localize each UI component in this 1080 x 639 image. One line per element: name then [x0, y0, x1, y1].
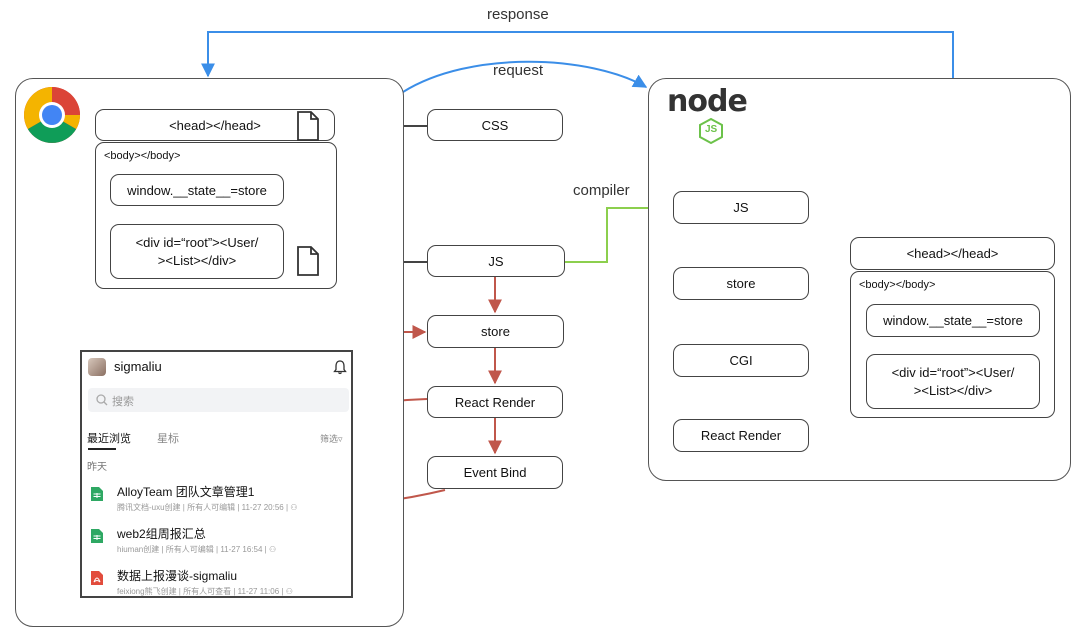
server-cgi-text: CGI: [729, 353, 753, 368]
file-icon: [297, 111, 319, 141]
server-root-box: <div id=“root”><User/ ><List></div>: [866, 354, 1040, 409]
list-item[interactable]: AlloyTeam 团队文章管理1 腾讯文档-uxu创建 | 所有人可编辑 | …: [82, 480, 351, 516]
browser-root-box: <div id=“root”><User/ ><List></div>: [110, 224, 284, 279]
store-text: store: [481, 324, 510, 339]
sheet-icon: [91, 529, 103, 543]
filter-icon: ▿: [338, 434, 343, 444]
node-logo: node: [667, 84, 748, 119]
server-cgi-box: CGI: [673, 344, 809, 377]
browser-state-box: window.__state__=store: [110, 174, 284, 206]
list-item[interactable]: 数据上报漫谈-sigmaliu feixiong熊飞创建 | 所有人可查看 | …: [82, 564, 351, 600]
browser-root-line2: ><List></div>: [157, 252, 237, 268]
react-render-box: React Render: [427, 386, 563, 418]
date-group-label: 昨天: [87, 462, 107, 473]
pdf-icon: [91, 571, 103, 585]
js-text: JS: [488, 253, 504, 269]
css-box: CSS: [427, 109, 563, 141]
js-box: JS: [427, 245, 565, 277]
server-state-box: window.__state__=store: [866, 304, 1040, 337]
username: sigmaliu: [114, 359, 162, 374]
browser-head-box: <head></head>: [95, 109, 335, 141]
nodejs-hexagon-icon: [699, 118, 723, 144]
item-title: 数据上报漫谈-sigmaliu: [117, 569, 238, 583]
server-body-text: <body></body>: [859, 279, 936, 291]
server-store-text: store: [726, 276, 756, 291]
node-logo-text: node: [667, 84, 748, 119]
browser-body-text: <body></body>: [104, 150, 181, 162]
list-item[interactable]: web2组周报汇总 hiuman创建 | 所有人可编辑 | 11-27 16:5…: [82, 522, 351, 558]
app-preview: sigmaliu 搜索 最近浏览 星标 筛选▿ 昨天 AlloyTeam 团队文…: [80, 350, 353, 598]
tab-recent[interactable]: 最近浏览: [87, 433, 131, 445]
collaborators-icon: ⚇: [290, 503, 298, 512]
server-head-text: <head></head>: [906, 246, 999, 261]
search-input[interactable]: 搜索: [88, 388, 349, 412]
filter-button[interactable]: 筛选▿: [320, 432, 343, 445]
item-title: AlloyTeam 团队文章管理1: [117, 485, 255, 499]
server-root-line2: ><List></div>: [913, 382, 993, 398]
server-js-text: JS: [733, 200, 749, 215]
tab-starred[interactable]: 星标: [157, 433, 179, 445]
response-label: response: [487, 6, 549, 23]
server-head-box: <head></head>: [850, 237, 1055, 270]
chrome-icon: [24, 87, 80, 143]
server-state-text: window.__state__=store: [883, 313, 1023, 328]
item-meta: 腾讯文档-uxu创建 | 所有人可编辑 | 11-27 20:56 | ⚇: [117, 503, 298, 512]
filter-label: 筛选: [320, 434, 339, 444]
request-arrow: [402, 60, 648, 93]
server-root-line1: <div id=“root”><User/: [891, 364, 1015, 380]
store-box: store: [427, 315, 564, 348]
server-react-render-box: React Render: [673, 419, 809, 452]
file-icon: [297, 246, 319, 276]
server-store-box: store: [673, 267, 809, 300]
react-render-text: React Render: [454, 394, 536, 410]
compiler-arrow: [565, 201, 672, 263]
item-meta: hiuman创建 | 所有人可编辑 | 11-27 16:54 | ⚇: [117, 545, 277, 554]
server-js-box: JS: [673, 191, 809, 224]
compiler-label: compiler: [573, 182, 630, 199]
browser-root-line1: <div id=“root”><User/: [135, 234, 259, 250]
collaborators-icon: ⚇: [268, 545, 277, 554]
browser-head-text: <head></head>: [169, 117, 261, 133]
css-text: CSS: [481, 117, 509, 133]
item-meta: feixiong熊飞创建 | 所有人可查看 | 11-27 11:06 | ⚇: [117, 587, 293, 596]
nodejs-badge-text: JS: [705, 124, 718, 135]
browser-state-text: window.__state__=store: [127, 182, 267, 198]
item-title: web2组周报汇总: [117, 527, 206, 541]
request-label: request: [493, 62, 544, 79]
search-icon: [96, 394, 108, 406]
event-bind-text: Event Bind: [463, 465, 527, 480]
collaborators-icon: ⚇: [285, 587, 293, 596]
tab-underline: [88, 448, 116, 450]
search-placeholder: 搜索: [112, 396, 134, 408]
event-bind-box: Event Bind: [427, 456, 563, 489]
server-react-render-text: React Render: [700, 428, 782, 443]
avatar[interactable]: [88, 358, 106, 376]
sheet-icon: [91, 487, 103, 501]
bell-icon[interactable]: [333, 359, 347, 375]
